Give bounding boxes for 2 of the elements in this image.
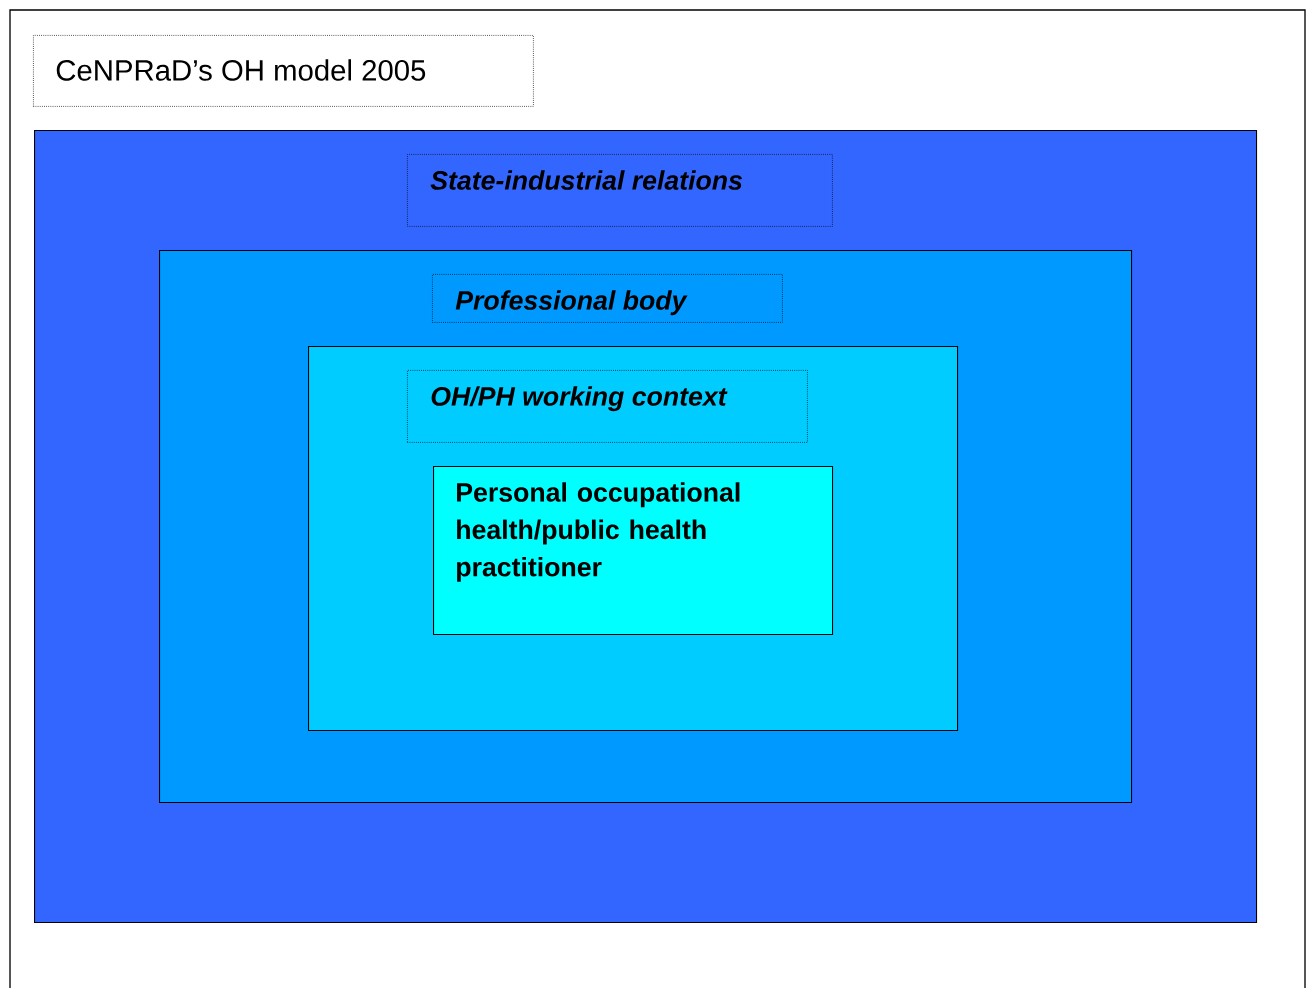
practitioner-box: Personal occupational health/public health practitioner [433, 466, 834, 636]
title-box: CeNPRaD’s OH model 2005 [33, 35, 534, 107]
